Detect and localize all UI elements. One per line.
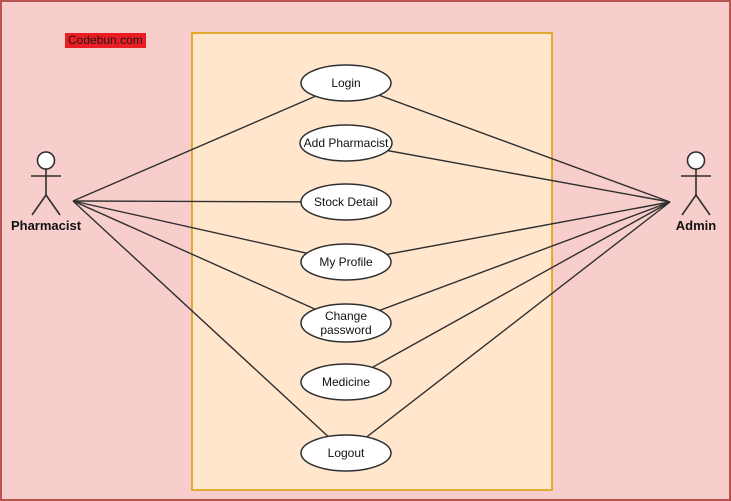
actor-right-leg-admin bbox=[695, 194, 711, 216]
usecase-medicine[interactable] bbox=[300, 363, 392, 401]
connection-line-admin-change-password bbox=[345, 201, 671, 324]
connection-line-pharmacist-logout bbox=[72, 200, 347, 454]
usecase-add-pharmacist[interactable] bbox=[299, 124, 393, 162]
usecase-login[interactable] bbox=[300, 64, 392, 102]
actor-left-leg-admin bbox=[681, 194, 697, 216]
usecase-my-profile[interactable] bbox=[300, 243, 392, 281]
connection-line-pharmacist-change-password bbox=[72, 200, 347, 324]
actor-head-admin bbox=[686, 151, 706, 170]
actor-head-pharmacist bbox=[36, 151, 56, 170]
connection-line-pharmacist-login bbox=[72, 82, 347, 202]
connection-line-admin-medicine bbox=[345, 201, 671, 383]
usecase-change-password[interactable] bbox=[300, 303, 392, 343]
connection-line-admin-my-profile bbox=[345, 201, 671, 263]
actor-figure-admin[interactable] bbox=[681, 151, 711, 216]
connection-line-admin-login bbox=[345, 82, 671, 203]
usecase-stock-detail[interactable] bbox=[300, 183, 392, 221]
connection-line-admin-add-pharmacist bbox=[345, 142, 671, 203]
actor-left-leg-pharmacist bbox=[31, 194, 47, 216]
actor-figure-pharmacist[interactable] bbox=[31, 151, 61, 216]
usecase-logout[interactable] bbox=[300, 434, 392, 472]
connection-line-pharmacist-my-profile bbox=[72, 200, 347, 263]
connection-line-admin-logout bbox=[345, 201, 671, 454]
actor-right-leg-pharmacist bbox=[45, 194, 61, 216]
